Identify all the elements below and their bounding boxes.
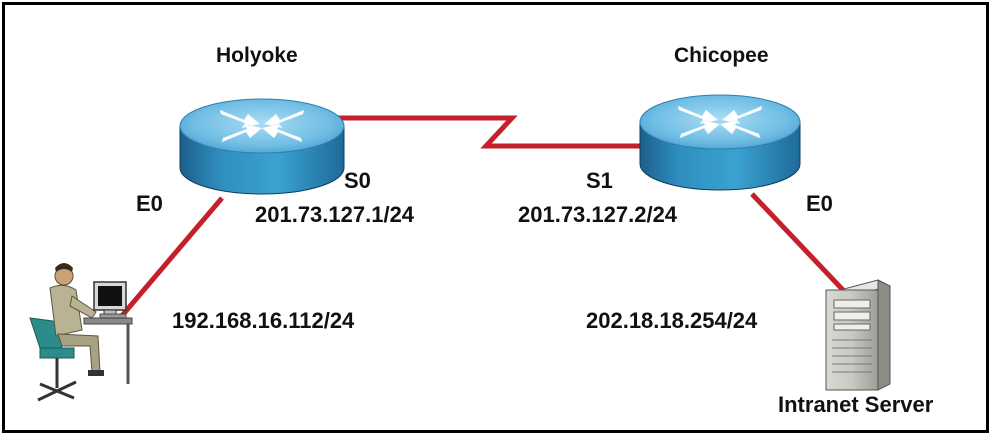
- ip-label-chicopee-s1: 201.73.127.2/24: [518, 202, 678, 227]
- ip-label-server: 202.18.18.254/24: [586, 308, 758, 333]
- interface-label-chicopee-e0: E0: [806, 191, 833, 216]
- router-label-holyoke: Holyoke: [216, 44, 298, 67]
- router-label-chicopee: Chicopee: [674, 44, 769, 67]
- interface-label-holyoke-e0: E0: [136, 191, 163, 216]
- server-label: Intranet Server: [778, 392, 934, 417]
- ethernet-link-holyoke: [118, 196, 224, 320]
- diagram-frame: [2, 2, 989, 433]
- workstation-user-icon: [29, 263, 133, 402]
- ethernet-link-chicopee: [750, 192, 845, 292]
- interface-label-holyoke-s0: S0: [344, 168, 371, 193]
- server-tower-icon: [825, 279, 892, 391]
- serial-link: [338, 115, 646, 149]
- interface-label-chicopee-s1: S1: [586, 168, 613, 193]
- router-icon: [639, 94, 801, 191]
- ip-label-holyoke-s0: 201.73.127.1/24: [255, 202, 415, 227]
- ip-label-workstation: 192.168.16.112/24: [172, 308, 355, 333]
- router-icon: [179, 98, 345, 195]
